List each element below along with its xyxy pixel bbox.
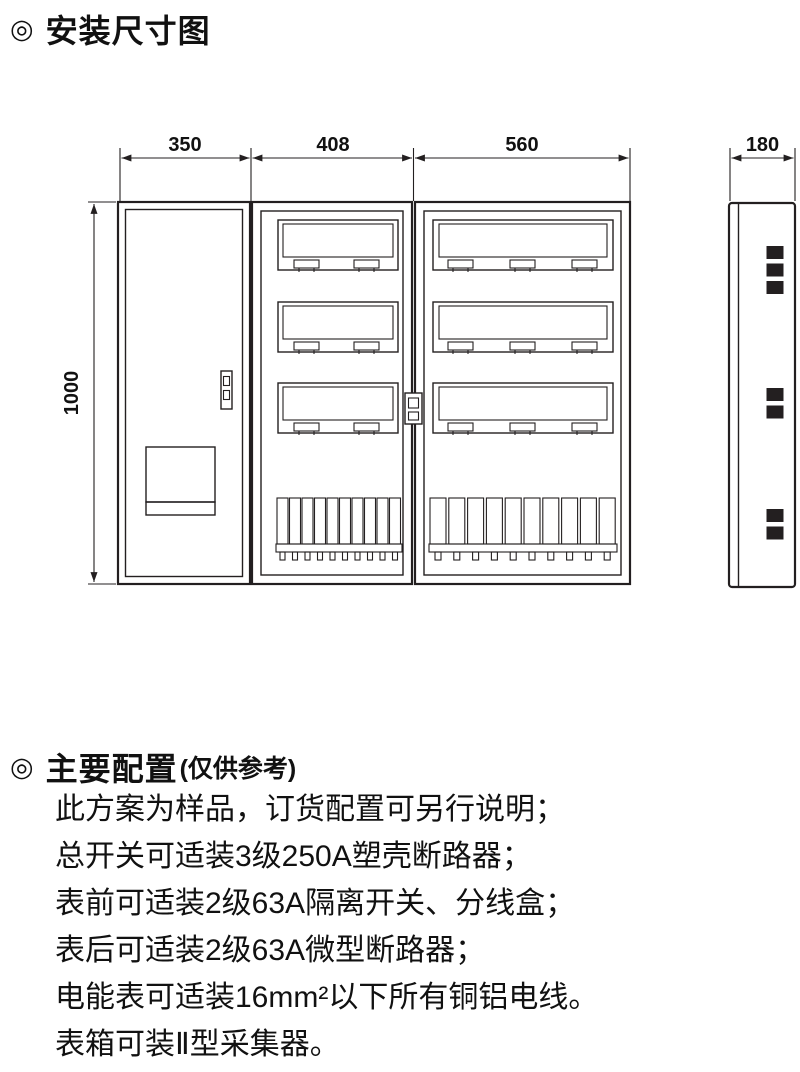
dim-label-height: 1000 [61,371,83,416]
config-line: 表前可适装2级63A隔离开关、分线盒； [55,887,576,920]
config-title-note: (仅供参考) [179,755,297,783]
door-handle [220,370,233,410]
meter-row [432,219,614,436]
config-line: 总开关可适装3级250A塑壳断路器； [55,840,532,873]
door-section [116,200,252,586]
config-line: 表后可适装2级63A微型断路器； [55,934,486,967]
config-title-row: ◎ 主要配置 (仅供参考) [10,744,296,790]
cabinet-front-view [116,200,632,586]
middle-meter-section [250,200,414,586]
breaker-row [428,497,618,561]
door-window [145,446,216,516]
dim-label-door-width: 350 [168,134,201,156]
double-circle-bullet-icon: ◎ [10,751,34,782]
dim-label-middle-width: 408 [316,134,349,156]
dim-label-right-width: 560 [505,134,538,156]
double-circle-bullet-icon: ◎ [10,13,34,44]
config-line: 表箱可装Ⅱ型采集器。 [55,1028,340,1061]
config-line: 此方案为样品，订货配置可另行说明； [55,793,565,826]
right-meter-section [413,200,632,586]
section-latch [404,392,423,425]
config-lines: 此方案为样品，订货配置可另行说明； 总开关可适装3级250A塑壳断路器； 表前可… [55,786,785,1068]
config-title: 主要配置 [45,751,178,787]
cabinet-side-view [727,201,797,589]
dim-label-depth: 180 [746,134,779,156]
side-vent-slots [766,246,784,540]
meter-row [277,219,399,436]
install-title-row: ◎ 安装尺寸图 [10,6,211,52]
breaker-row [275,497,403,561]
installation-dimension-diagram: 350 408 560 180 1000 [61,134,797,589]
dimension-annotations: 350 408 560 180 1000 [61,134,796,585]
install-title: 安装尺寸图 [45,13,211,49]
config-line: 电能表可适装16mm²以下所有铜铝电线。 [55,981,599,1014]
